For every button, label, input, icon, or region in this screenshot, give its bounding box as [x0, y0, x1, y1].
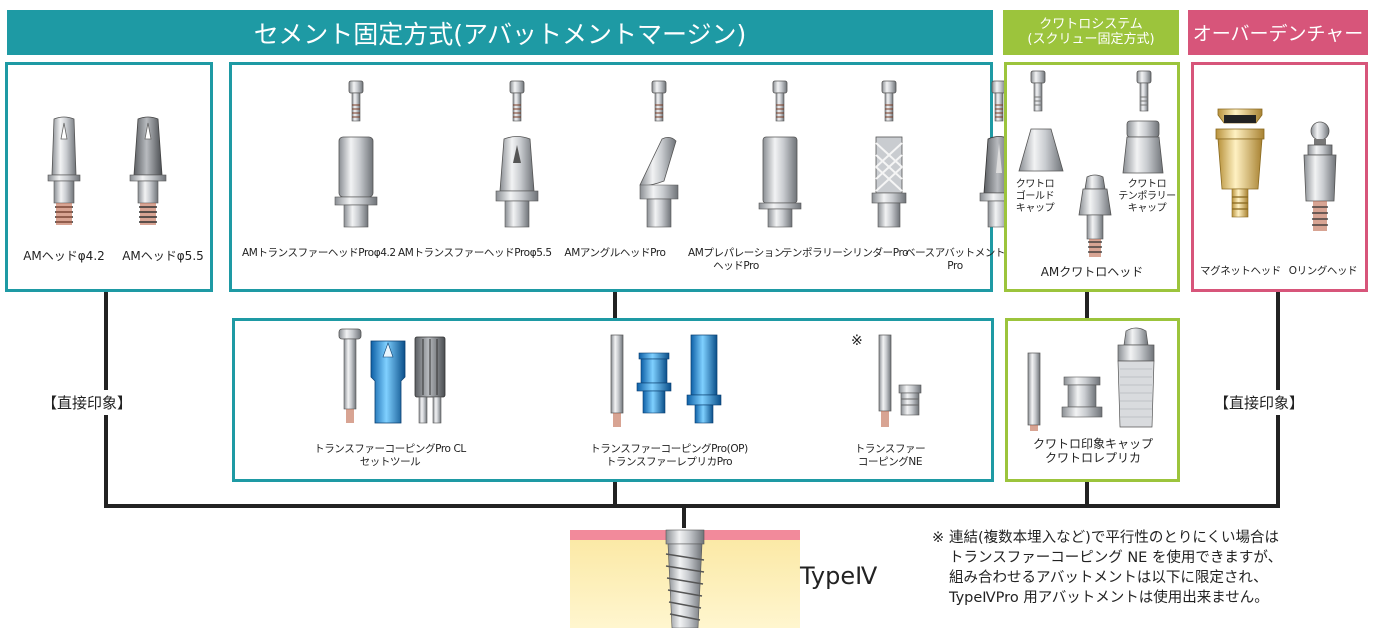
magnet-head-label: マグネットヘッド — [1200, 265, 1281, 277]
temporary-cylinder-pro-screw-icon — [881, 80, 897, 122]
am-kuwatoro-head-label: AMクワトロヘッド — [1040, 265, 1144, 279]
temporary-cylinder-pro-label: テンポラリーシリンダーPro — [781, 247, 909, 259]
o-ring-head-label: Oリングヘッド — [1288, 265, 1358, 277]
footnote-mark: ※ — [932, 530, 945, 546]
am-transfer-head-pro-55-screw-icon — [509, 80, 525, 122]
connector-implant-stem — [682, 506, 686, 528]
kuwatoro-header-line1: クワトロシステム — [1039, 16, 1143, 32]
kuwatoro-screw-left-icon — [1030, 70, 1046, 112]
transfer-coping-ne-image — [878, 334, 922, 427]
am-preparation-head-pro-screw-icon — [772, 80, 788, 122]
am-head-42-image — [47, 116, 81, 225]
am-kuwatoro-head-image — [1078, 174, 1112, 257]
base-abutment-pro-label: ベースアバットメント Pro — [904, 247, 1006, 272]
am-head-box: AMヘッドφ4.2 AMヘッドφ5.5 — [5, 62, 213, 292]
cement-fixation-header: セメント固定方式(アバットメントマージン) — [7, 10, 993, 55]
magnet-head-image — [1215, 108, 1265, 218]
transfer-coping-pro-cl-image — [338, 328, 446, 424]
kuwatoro-header-line2: (スクリュー固定方式) — [1027, 31, 1155, 47]
am-transfer-head-pro-42-image — [334, 136, 378, 228]
overdenture-box: マグネットヘッド Oリングヘッド — [1191, 62, 1368, 292]
kuwatoro-temp-cap-label: クワトロ テンポラリー キャップ — [1118, 179, 1176, 214]
kuwatoro-impression-image — [1027, 327, 1155, 431]
footnote-line4: TypeⅣPro 用アバットメントは使用出来ません。 — [949, 590, 1269, 606]
kuwatoro-gold-cap-image — [1018, 128, 1064, 172]
transfer-coping-pro-op-label: トランスファーコーピングPro(OP) トランスファーレプリカPro — [590, 443, 748, 468]
direct-impression-right: 【直接印象】 — [1214, 390, 1305, 415]
kuwatoro-screw-right-icon — [1136, 70, 1152, 112]
transfer-coping-ne-label: トランスファー コーピングNE — [854, 443, 926, 468]
transfer-coping-pro-op-image — [610, 334, 722, 427]
footnote-line2: トランスファーコーピング NE を使用できますが、 — [949, 550, 1283, 566]
am-transfer-head-pro-42-screw-icon — [348, 80, 364, 122]
am-preparation-head-pro-label: AMプレパレーション ヘッドPro — [687, 247, 785, 272]
am-preparation-head-pro-image — [758, 136, 802, 228]
am-head-55-image — [129, 116, 167, 225]
footnote: ※ 連結(複数本埋入など)で平行性のとりにくい場合は トランスファーコーピング … — [932, 528, 1282, 608]
temporary-cylinder-pro-image — [871, 136, 907, 228]
footnote-line1: 連結(複数本埋入など)で平行性のとりにくい場合は — [949, 530, 1280, 546]
am-transfer-head-pro-55-image — [495, 136, 539, 228]
kuwatoro-impression-box: クワトロ印象キャップ クワトロレプリカ — [1005, 318, 1180, 482]
implant-type4-image — [570, 529, 800, 628]
kuwatoro-system-header: クワトロシステム (スクリュー固定方式) — [1003, 10, 1179, 55]
transfer-coping-box: ※ トランスファーコーピングPro CL セットツール トランスファーコーピング… — [232, 318, 994, 482]
overdenture-header: オーバーデンチャー — [1188, 10, 1368, 55]
o-ring-head-image — [1303, 121, 1337, 231]
cement-header-text: セメント固定方式(アバットメントマージン) — [253, 19, 747, 49]
overdenture-header-text: オーバーデンチャー — [1192, 23, 1364, 45]
am-transfer-head-pro-42-label: AMトランスファーヘッドProφ4.2 — [242, 247, 396, 259]
transfer-coping-pro-cl-label: トランスファーコーピングPro CL セットツール — [314, 443, 466, 468]
implant-type-label: TypeⅣ — [800, 562, 878, 590]
am-angle-head-pro-image — [639, 137, 679, 228]
direct-impression-left: 【直接印象】 — [42, 390, 133, 415]
am-head-42-label: AMヘッドφ4.2 — [23, 249, 105, 263]
kuwatoro-gold-cap-label: クワトロ ゴールド キャップ — [1015, 179, 1055, 214]
connector-horizontal — [104, 504, 1280, 508]
am-transfer-head-pro-55-label: AMトランスファーヘッドProφ5.5 — [398, 247, 552, 259]
transfer-ne-mark: ※ — [851, 333, 863, 349]
am-angle-head-pro-screw-icon — [651, 80, 667, 122]
kuwatoro-impression-label: クワトロ印象キャップ クワトロレプリカ — [1032, 437, 1153, 466]
footnote-line3: 組み合わせるアバットメントは以下に限定され、 — [949, 570, 1268, 586]
am-head-55-label: AMヘッドφ5.5 — [122, 249, 204, 263]
kuwatoro-temp-cap-image — [1122, 120, 1164, 174]
kuwatoro-box: クワトロ ゴールド キャップ クワトロ テンポラリー キャップ AMクワトロヘッ… — [1004, 62, 1180, 292]
am-angle-head-pro-label: AMアングルヘッドPro — [564, 247, 666, 259]
